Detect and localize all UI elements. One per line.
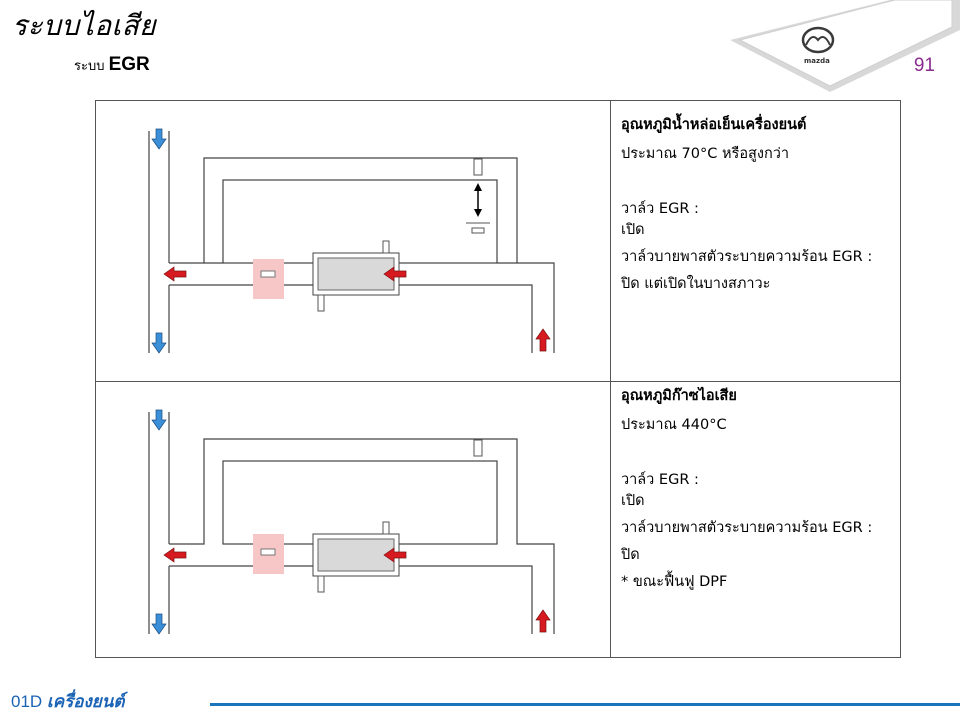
- dpf-note: * ขณะฟื้นฟู DPF: [621, 574, 728, 591]
- condition-text-cell: อุณหภูมิก๊าซไอเสีย ประมาณ 440°C วาล์ว EG…: [611, 382, 900, 657]
- table-row: อุณหภูมิน้ำหล่อเย็นเครื่องยนต์ ประมาณ 70…: [96, 101, 900, 382]
- condition-heading: อุณหภูมิน้ำหล่อเย็นเครื่องยนต์: [621, 117, 807, 133]
- red-flow-arrow-icon: [163, 547, 551, 633]
- condition-text-cell: อุณหภูมิน้ำหล่อเย็นเครื่องยนต์ ประมาณ 70…: [611, 101, 900, 381]
- egr-valve-state: เปิด: [621, 493, 645, 510]
- footer-code: 01D: [11, 692, 43, 711]
- bypass-valve-highlight: [253, 259, 284, 299]
- bypass-valve-label: วาล์วบายพาสตัวระบายความร้อน EGR :: [621, 249, 873, 266]
- temperature-text: ประมาณ 70°C หรือสูงกว่า: [621, 146, 790, 163]
- bypass-valve-state: ปิด: [621, 547, 640, 564]
- condition-heading: อุณหภูมิก๊าซไอเสีย: [621, 388, 737, 404]
- egr-flow-diagram: [148, 409, 555, 635]
- red-flow-arrow-icon: [163, 266, 551, 352]
- footer-name: เครื่องยนต์: [46, 692, 125, 711]
- egr-valve-label: วาล์ว EGR :: [621, 472, 699, 489]
- page-number: 91: [913, 55, 935, 76]
- footer-divider: [210, 703, 960, 706]
- bypass-valve-label: วาล์วบายพาสตัวระบายความร้อน EGR :: [621, 520, 873, 537]
- egr-cooler-icon: [312, 240, 400, 312]
- subtitle-prefix: ระบบ: [74, 59, 105, 74]
- mazda-logo-band: mazda: [730, 0, 960, 92]
- egr-state-table: อุณหภูมิน้ำหล่อเย็นเครื่องยนต์ ประมาณ 70…: [95, 100, 901, 658]
- logo-text: mazda: [804, 57, 830, 65]
- egr-valve-label: วาล์ว EGR :: [621, 201, 699, 218]
- egr-valve-state: เปิด: [621, 222, 645, 239]
- egr-flow-diagram: [148, 128, 555, 354]
- bypass-valve-icon: [260, 548, 276, 556]
- blue-flow-arrow-icon: [151, 409, 167, 635]
- temperature-text: ประมาณ 440°C: [621, 417, 727, 434]
- footer-label: 01D เครื่องยนต์: [11, 688, 124, 715]
- page-subtitle: ระบบ EGR: [74, 54, 150, 76]
- egr-diagram-cell: [96, 382, 611, 657]
- bypass-valve-state: ปิด แต่เปิดในบางสภาวะ: [621, 276, 771, 293]
- blue-flow-arrow-icon: [151, 128, 167, 354]
- subtitle-main: EGR: [108, 54, 150, 75]
- egr-diagram-cell: [96, 101, 611, 381]
- egr-valve-icon: [473, 439, 483, 457]
- bypass-valve-icon: [260, 270, 276, 278]
- table-row: อุณหภูมิก๊าซไอเสีย ประมาณ 440°C วาล์ว EG…: [96, 382, 900, 657]
- mazda-logo-icon: mazda: [801, 26, 835, 65]
- page-title: ระบบไอเสีย: [12, 9, 157, 42]
- egr-valve-icon: [466, 158, 490, 234]
- egr-cooler-icon: [312, 521, 400, 593]
